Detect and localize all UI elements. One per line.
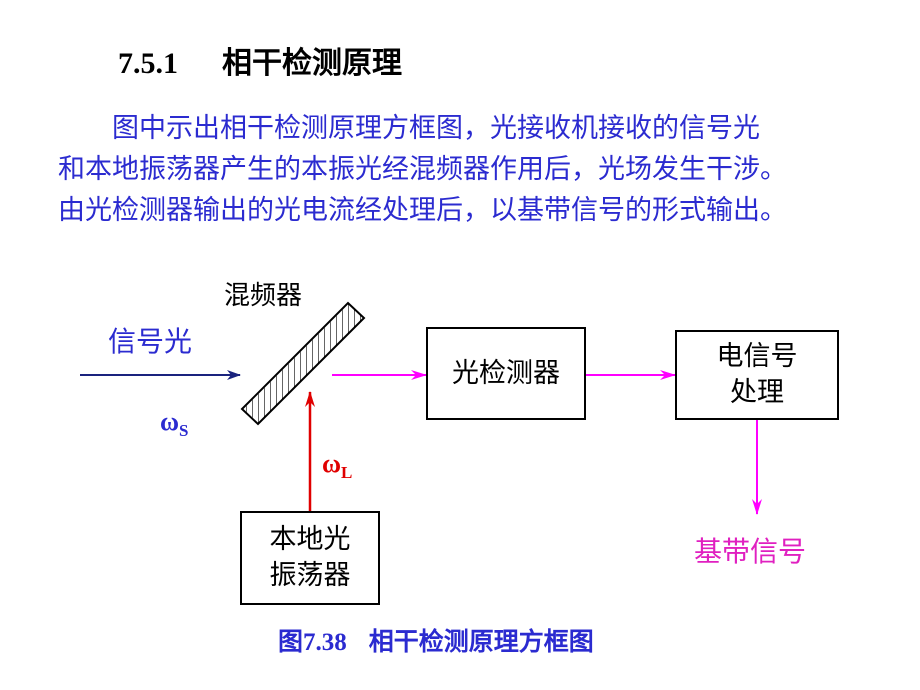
- signal-processing-line-2: 处理: [730, 377, 784, 408]
- baseband-signal-label: 基带信号: [694, 535, 807, 568]
- section-heading: 7.5.1 相干检测原理: [118, 38, 402, 82]
- photodetector-box: 光检测器: [426, 327, 586, 420]
- mixer-plate: [240, 301, 366, 426]
- omega-s-symbol: ω: [160, 407, 180, 436]
- signal-light-label: 信号光: [108, 325, 193, 358]
- local-oscillator-line-1: 本地光: [269, 524, 351, 555]
- paragraph-line-1: 图中示出相干检测原理方框图，光接收机接收的信号光: [112, 113, 760, 144]
- paragraph-line-2: 和本地振荡器产生的本振光经混频器作用后，光场发生干涉。: [58, 154, 787, 185]
- section-title: 相干检测原理: [222, 46, 402, 81]
- omega-s-label: ωS: [160, 407, 188, 441]
- local-oscillator-line-2: 振荡器: [269, 560, 351, 591]
- local-oscillator-box: 本地光 振荡器: [240, 511, 380, 605]
- photodetector-label: 光检测器: [452, 357, 560, 389]
- section-number: 7.5.1: [118, 47, 178, 80]
- omega-l-subscript: L: [341, 463, 353, 482]
- omega-l-label: ωL: [322, 449, 352, 483]
- omega-l-symbol: ω: [322, 449, 342, 478]
- signal-processing-line-1: 电信号: [716, 341, 798, 372]
- figure-caption-text: 相干检测原理方框图: [368, 627, 594, 656]
- omega-s-subscript: S: [179, 421, 189, 440]
- signal-processing-box: 电信号 处理: [675, 330, 839, 420]
- mixer-label: 混频器: [224, 281, 303, 311]
- paragraph-line-3: 由光检测器输出的光电流经处理后，以基带信号的形式输出。: [58, 195, 787, 226]
- figure-caption: 图7.38 相干检测原理方框图: [278, 622, 594, 658]
- body-paragraph: 图中示出相干检测原理方框图，光接收机接收的信号光 和本地振荡器产生的本振光经混频…: [58, 108, 878, 231]
- figure-number: 图7.38: [278, 629, 347, 656]
